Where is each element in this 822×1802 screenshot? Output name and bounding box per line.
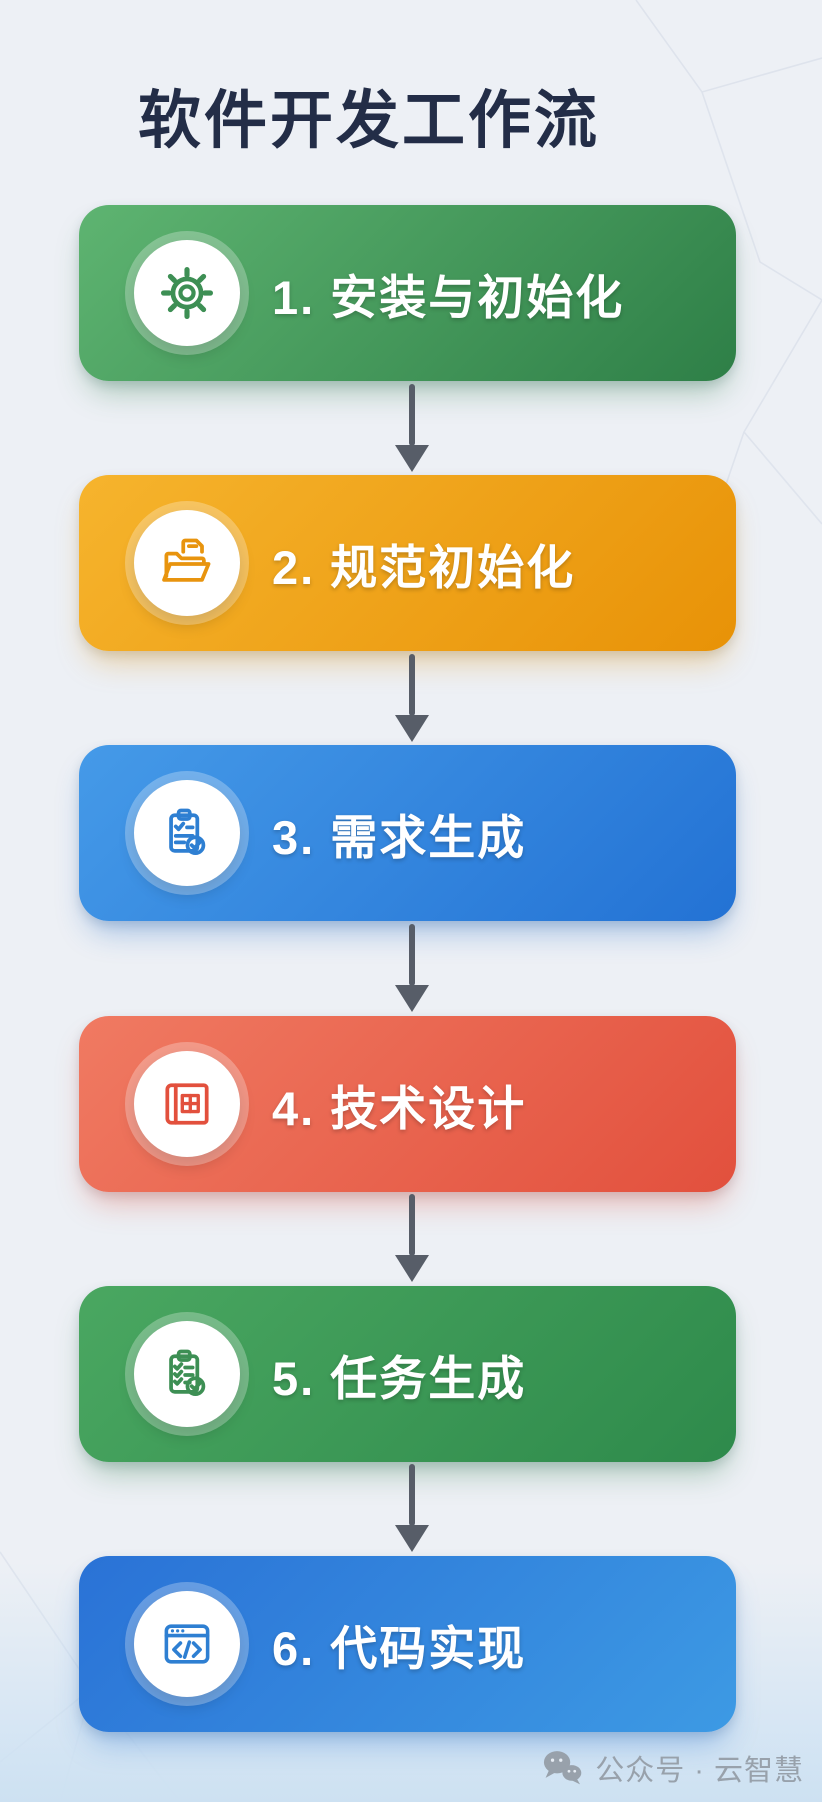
page-title: 软件开发工作流	[138, 86, 600, 157]
flow-arrow	[393, 924, 431, 1016]
step-label: 3. 需求生成	[272, 810, 527, 864]
flow-arrow	[393, 1464, 431, 1556]
arrow-head	[395, 715, 429, 742]
step-icon-circle	[134, 510, 240, 616]
arrow-shaft	[409, 654, 415, 716]
arrow-head	[395, 1255, 429, 1282]
arrow-shaft	[409, 1194, 415, 1256]
step-label: 2. 规范初始化	[272, 540, 576, 594]
step-card-code-impl: 6. 代码实现	[79, 1556, 736, 1732]
task-list-icon	[169, 1349, 206, 1397]
arrow-head	[395, 985, 429, 1012]
step-icon-circle	[134, 240, 240, 346]
wechat-icon	[544, 1751, 582, 1785]
blueprint-icon	[165, 1083, 209, 1125]
step-card-tech-design: 4. 技术设计	[79, 1016, 736, 1192]
flow-arrow	[393, 1194, 431, 1286]
open-folder-icon	[162, 538, 211, 582]
watermark-label: 公众号 · 云智慧	[595, 1755, 804, 1787]
arrow-head	[395, 445, 429, 472]
flow-arrow	[393, 384, 431, 476]
gear-icon	[160, 266, 214, 320]
clipboard-check-icon	[169, 808, 206, 856]
step-icon-circle	[134, 1591, 240, 1697]
watermark: 公众号 · 云智慧	[539, 1747, 804, 1789]
step-label: 6. 代码实现	[272, 1621, 527, 1675]
step-card-requirements: 3. 需求生成	[79, 745, 736, 921]
step-icon-circle	[134, 1051, 240, 1157]
arrow-shaft	[409, 1464, 415, 1526]
step-card-spec-init: 2. 规范初始化	[79, 475, 736, 651]
step-icon-circle	[134, 1321, 240, 1427]
step-card-task-gen: 5. 任务生成	[79, 1286, 736, 1462]
flow-arrow	[393, 654, 431, 746]
step-label: 4. 技术设计	[272, 1081, 527, 1135]
arrow-shaft	[409, 924, 415, 986]
arrow-head	[395, 1525, 429, 1552]
arrow-shaft	[409, 384, 415, 446]
step-label: 5. 任务生成	[272, 1351, 527, 1405]
code-window-icon	[164, 1624, 210, 1664]
step-icon-circle	[134, 780, 240, 886]
step-card-install-init: 1. 安装与初始化	[79, 205, 736, 381]
step-label: 1. 安装与初始化	[272, 270, 625, 324]
